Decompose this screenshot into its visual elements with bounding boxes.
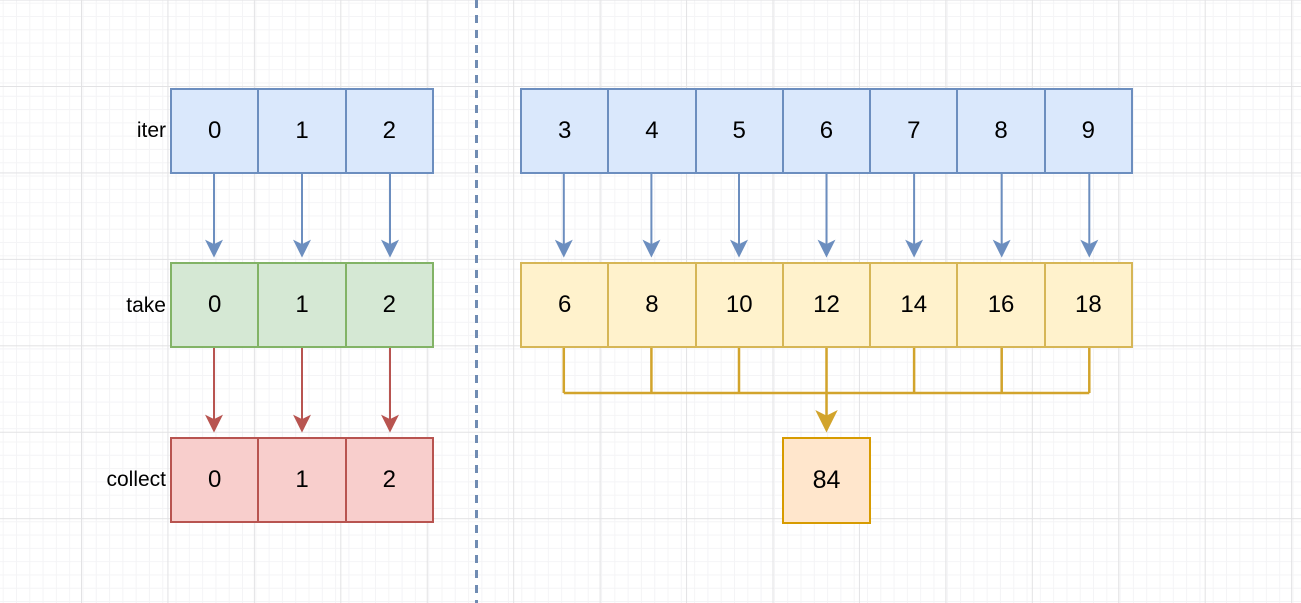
take-cell: 0: [170, 262, 260, 348]
iter-cell: 8: [956, 88, 1046, 174]
iter-cell: 4: [607, 88, 697, 174]
mapped-cell: 16: [956, 262, 1046, 348]
right-iter-to-map-arrows: [554, 174, 1099, 258]
iter-cell: 3: [520, 88, 610, 174]
merge-bracket: [562, 348, 1091, 433]
mapped-cell: 12: [781, 262, 872, 348]
mapped-cell: 10: [694, 262, 784, 348]
label-collect: collect: [106, 468, 166, 491]
right-iter-row: 3 4 5 6 7 8 9: [520, 88, 1133, 174]
mapped-cell: 14: [869, 262, 959, 348]
take-cell: 1: [257, 262, 347, 348]
left-collect-row: 0 1 2: [170, 437, 434, 523]
sum-cell: 84: [782, 437, 871, 524]
iter-cell: 7: [869, 88, 959, 174]
collect-cell: 2: [344, 437, 434, 523]
label-take: take: [126, 294, 166, 317]
iter-cell: 6: [781, 88, 872, 174]
take-cell: 2: [344, 262, 434, 348]
iter-cell: 9: [1043, 88, 1133, 174]
iter-cell: 0: [170, 88, 260, 174]
iter-cell: 5: [694, 88, 784, 174]
collect-cell: 0: [170, 437, 260, 523]
label-iter: iter: [136, 119, 166, 142]
mapped-cell: 8: [607, 262, 697, 348]
iter-cell: 1: [257, 88, 347, 174]
right-mapped-row: 6 8 10 12 14 16 18: [520, 262, 1133, 348]
take-to-collect-arrows: [205, 348, 399, 433]
left-iter-row: 0 1 2: [170, 88, 434, 174]
mapped-cell: 18: [1043, 262, 1133, 348]
mapped-cell: 6: [520, 262, 610, 348]
collect-cell: 1: [257, 437, 347, 523]
iter-cell: 2: [344, 88, 434, 174]
iter-to-take-arrows: [205, 174, 399, 258]
left-take-row: 0 1 2: [170, 262, 434, 348]
